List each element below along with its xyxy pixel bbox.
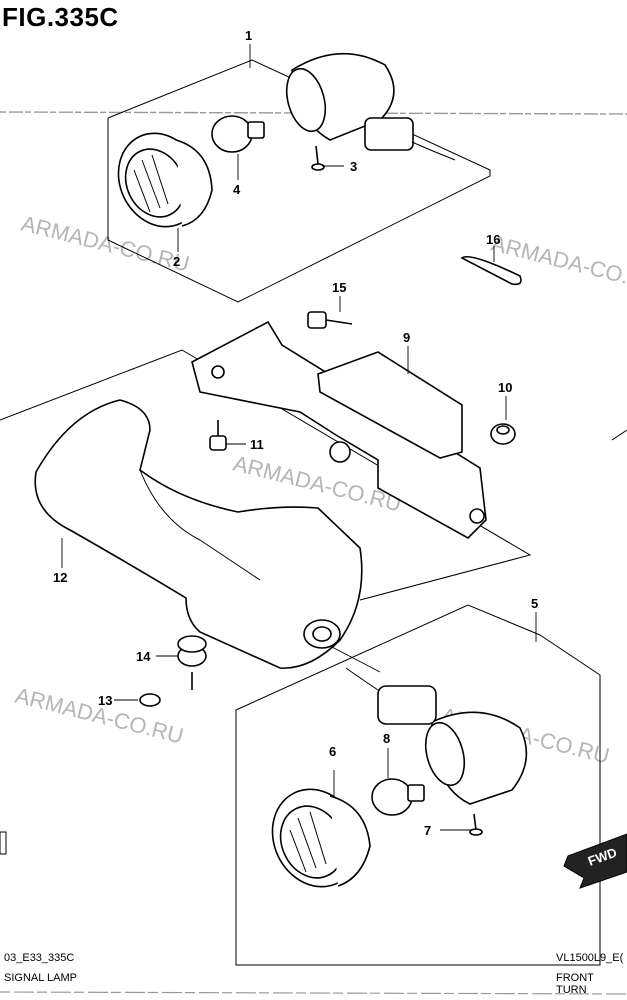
assembly-frame — [235, 604, 601, 966]
lens-part — [117, 132, 213, 228]
callout-14: 14 — [136, 649, 151, 664]
screw-part — [311, 145, 325, 171]
callout-10: 10 — [498, 380, 512, 395]
callout-3: 3 — [350, 159, 357, 174]
footer-left-code: 03_E33_335C — [4, 952, 75, 964]
callout-4: 4 — [233, 182, 241, 197]
bracket-frame — [0, 349, 532, 601]
screw-part — [469, 813, 483, 836]
lens-part — [271, 788, 371, 888]
figure-title: FIG.335C — [2, 2, 119, 32]
bolt-part — [307, 311, 353, 329]
callout-11: 11 — [250, 437, 264, 452]
edge-fragment — [0, 831, 7, 855]
bulb-part — [211, 115, 265, 153]
bracket-hole — [469, 508, 485, 524]
callout-1: 1 — [245, 28, 252, 43]
footer-right-code: VL1500L9_E( — [556, 952, 624, 964]
housing-part — [285, 52, 456, 161]
nut-part — [329, 441, 351, 463]
grommet-part — [177, 635, 207, 667]
bracket-hole — [211, 365, 225, 379]
callout-15: 15 — [332, 280, 346, 295]
bracket-plate — [317, 351, 463, 459]
callout-8: 8 — [383, 731, 390, 746]
bracket-assembly — [0, 256, 532, 601]
upper-turn-signal-assembly — [107, 52, 491, 303]
footer-left-caption: SIGNAL LAMP — [4, 972, 77, 984]
callout-2: 2 — [173, 254, 180, 269]
clamp-part — [460, 256, 522, 286]
scan-artifact-line — [0, 991, 627, 995]
cover-part — [34, 399, 363, 669]
callout-13: 13 — [98, 693, 112, 708]
housing-part — [345, 667, 528, 805]
lower-turn-signal-assembly — [235, 604, 601, 966]
collar-part — [490, 423, 516, 445]
callout-9: 9 — [403, 330, 410, 345]
callout-5: 5 — [531, 596, 538, 611]
callout-6: 6 — [329, 744, 336, 759]
callout-7: 7 — [424, 823, 431, 838]
bracket-part — [191, 320, 487, 539]
edge-fragment — [611, 429, 627, 441]
footer-right-caption: FRONT TURN — [556, 972, 594, 996]
callout-16: 16 — [486, 232, 500, 247]
screw-part — [139, 672, 193, 707]
bulb-part — [371, 778, 425, 816]
watermark: ARMADA-CO.RU — [489, 231, 627, 297]
callout-12: 12 — [53, 570, 67, 585]
forward-direction-badge: FWD — [563, 833, 627, 889]
wire-line — [329, 645, 381, 673]
bolt-part — [209, 420, 227, 451]
assembly-frame — [107, 59, 491, 303]
